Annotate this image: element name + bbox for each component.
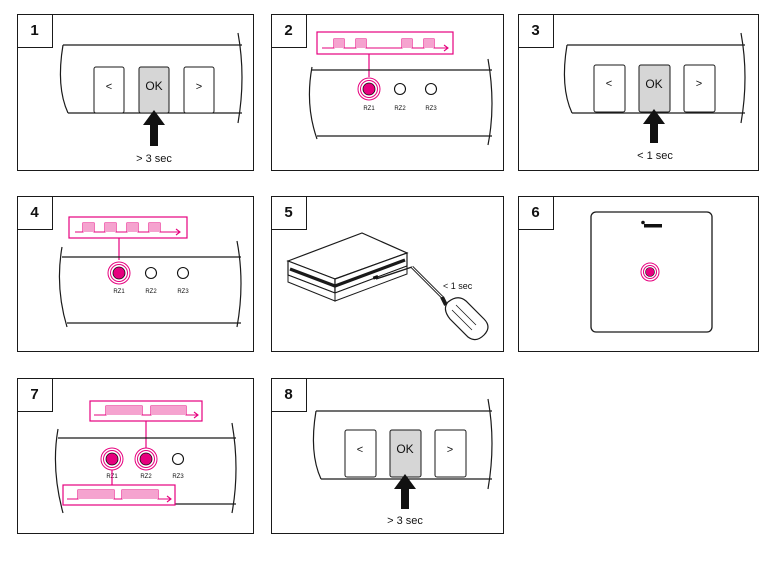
step-5-panel: 5 < 1 sec: [271, 196, 504, 352]
rz3-led: [171, 452, 185, 466]
rz2-led: [393, 82, 407, 96]
right-key-label: >: [696, 78, 702, 90]
step-number: 6: [519, 197, 554, 230]
press-duration: < 1 sec: [443, 281, 473, 291]
rz2-label: RZ2: [145, 289, 157, 295]
step-4-drawing: RZ1 RZ2 RZ3: [58, 216, 242, 328]
rz1-led-blinking: [107, 261, 131, 285]
rz1-label: RZ1: [113, 289, 125, 295]
rz2-label: RZ2: [140, 474, 152, 480]
device-box-isometric: [286, 232, 409, 302]
step-2-panel: 2 RZ1 RZ2 RZ3: [271, 14, 504, 171]
step-number: 1: [18, 15, 53, 48]
rz1-led-blinking: [357, 77, 381, 101]
step-number: 7: [18, 379, 53, 412]
left-key: [344, 429, 377, 478]
step-number: 2: [272, 15, 307, 48]
hold-duration: > 3 sec: [136, 153, 172, 165]
step-7-panel: 7 RZ1 RZ2 RZ3: [17, 378, 254, 534]
left-key-label: <: [106, 81, 112, 93]
right-key: [183, 66, 215, 114]
left-key: [593, 64, 626, 113]
right-key-label: >: [196, 81, 202, 93]
status-led-blinking: [640, 262, 660, 282]
rz3-label: RZ3: [177, 289, 189, 295]
step-6-drawing: [590, 211, 713, 333]
step-5-drawing: < 1 sec: [286, 232, 489, 341]
left-key: [93, 66, 125, 114]
step-7-drawing: RZ1 RZ2 RZ3: [54, 400, 237, 514]
press-arrow-icon: [143, 110, 165, 146]
step-4-panel: 4 RZ1 RZ2 RZ3: [17, 196, 254, 352]
press-arrow-icon: [643, 109, 665, 143]
rz3-led: [424, 82, 438, 96]
left-key-label: <: [606, 78, 612, 90]
step-3-drawing: < OK > < 1 sec: [563, 32, 746, 162]
step-number: 3: [519, 15, 554, 48]
step-number: 4: [18, 197, 53, 230]
step-number: 5: [272, 197, 307, 230]
press-duration: < 1 sec: [637, 150, 673, 162]
step-number: 8: [272, 379, 307, 412]
rz2-led-blinking: [134, 447, 158, 471]
left-key-label: <: [357, 444, 363, 456]
brand-logo-icon: [641, 220, 662, 228]
step-3-panel: 3 < OK > < 1 sec: [518, 14, 759, 171]
ok-key-label: OK: [396, 442, 413, 456]
step-1-panel: 1 < OK > > 3 sec: [17, 14, 254, 171]
rz1-label: RZ1: [363, 106, 375, 112]
rz1-led-blinking: [100, 447, 124, 471]
screwdriver-icon: [375, 265, 489, 341]
press-arrow-icon: [394, 474, 416, 509]
ok-key-label: OK: [645, 77, 662, 91]
rz3-led: [176, 266, 190, 280]
hold-duration: > 3 sec: [387, 515, 423, 527]
step-1-drawing: < OK > > 3 sec: [59, 32, 243, 165]
rz2-label: RZ2: [394, 106, 406, 112]
right-key: [683, 64, 716, 113]
rz2-led: [144, 266, 158, 280]
rz3-label: RZ3: [425, 106, 437, 112]
step-2-drawing: RZ1 RZ2 RZ3: [308, 31, 493, 146]
rz3-label: RZ3: [172, 474, 184, 480]
right-key: [434, 429, 467, 478]
step-6-panel: 6: [518, 196, 759, 352]
right-key-label: >: [447, 444, 453, 456]
step-8-panel: 8 < OK > > 3 sec: [271, 378, 504, 534]
step-8-drawing: < OK > > 3 sec: [312, 398, 493, 527]
ok-key-label: OK: [145, 79, 162, 93]
